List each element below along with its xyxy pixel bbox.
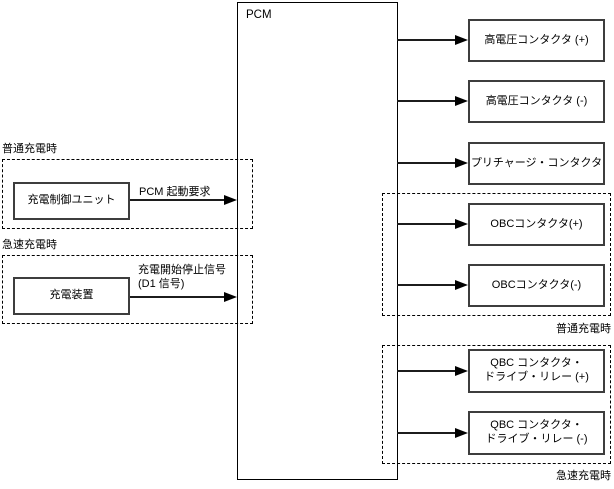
arrow-line	[130, 199, 225, 201]
arrow-charging-device-to-pcm	[130, 292, 237, 302]
normal-charging-input-group-box	[2, 159, 253, 229]
hv-contactor-minus-label: 高電圧コンタクタ (-)	[485, 94, 588, 107]
arrow-head-icon	[224, 292, 237, 302]
qbc-relay-minus-label-line2: ドライブ・リレー (-)	[485, 433, 588, 445]
arrow-pcm-to-qbc-relay-plus	[397, 366, 468, 376]
quick-charging-input-group-label: 急速充電時	[2, 239, 57, 251]
arrow-line	[397, 100, 456, 102]
arrow-pcm-to-obc-contactor-plus	[397, 219, 468, 229]
qbc-relay-minus-label-line1: QBC コンタクタ・	[490, 419, 583, 432]
arrow-pcm-to-hv-contactor-plus	[397, 35, 468, 45]
normal-charging-output-group-box	[382, 193, 611, 316]
normal-charging-output-group-label: 普通充電時	[556, 323, 611, 335]
arrow-line	[397, 284, 456, 286]
arrow-line	[397, 39, 456, 41]
arrow-line	[397, 223, 456, 225]
pcm-start-request-signal-label: PCM 起動要求	[139, 186, 211, 198]
arrow-pcm-to-hv-contactor-minus	[397, 96, 468, 106]
precharge-contactor-label: プリチャージ・コンタクタ	[470, 156, 603, 169]
charge-control-unit-label: 充電制御ユニット	[27, 194, 116, 207]
arrow-head-icon	[455, 428, 468, 438]
arrow-head-icon	[455, 280, 468, 290]
arrow-pcm-to-precharge-contactor	[397, 158, 468, 168]
qbc-contactor-drive-relay-minus-box: QBC コンタクタ・ ドライブ・リレー (-)	[468, 411, 605, 455]
quick-charging-input-group-box	[2, 255, 253, 324]
obc-contactor-minus-label: OBCコンタクタ(-)	[491, 278, 582, 291]
obc-contactor-minus-box: OBCコンタクタ(-)	[468, 264, 605, 307]
qbc-relay-plus-label-line1: QBC コンタクタ・	[490, 357, 583, 370]
arrow-head-icon	[455, 96, 468, 106]
obc-contactor-plus-box: OBCコンタクタ(+)	[468, 203, 605, 246]
obc-contactor-plus-label: OBCコンタクタ(+)	[490, 217, 583, 230]
arrow-head-icon	[224, 195, 237, 205]
hv-contactor-minus-box: 高電圧コンタクタ (-)	[468, 80, 605, 123]
arrow-line	[397, 432, 456, 434]
arrow-head-icon	[455, 35, 468, 45]
arrow-head-icon	[455, 366, 468, 376]
arrow-charge-control-unit-to-pcm	[130, 195, 237, 205]
hv-contactor-plus-box: 高電圧コンタクタ (+)	[468, 19, 605, 62]
charging-device-box: 充電装置	[13, 277, 130, 315]
arrow-line	[397, 162, 456, 164]
charge-control-unit-box: 充電制御ユニット	[13, 182, 130, 220]
arrow-pcm-to-obc-contactor-minus	[397, 280, 468, 290]
qbc-relay-plus-label-line2: ドライブ・リレー (+)	[484, 371, 589, 383]
normal-charging-input-group-label: 普通充電時	[2, 143, 57, 155]
quick-charging-output-group-box	[382, 345, 611, 464]
arrow-head-icon	[455, 158, 468, 168]
precharge-contactor-box: プリチャージ・コンタクタ	[468, 142, 605, 185]
hv-contactor-plus-label: 高電圧コンタクタ (+)	[484, 33, 589, 46]
charge-start-stop-signal-label-line1: 充電開始停止信号	[138, 264, 226, 276]
arrow-line	[397, 370, 456, 372]
pcm-label: PCM	[246, 9, 272, 21]
arrow-line	[130, 296, 225, 298]
qbc-contactor-drive-relay-plus-box: QBC コンタクタ・ ドライブ・リレー (+)	[468, 349, 605, 393]
arrow-pcm-to-qbc-relay-minus	[397, 428, 468, 438]
arrow-head-icon	[455, 219, 468, 229]
pcm-box: PCM	[237, 2, 398, 480]
charging-device-label: 充電装置	[49, 289, 94, 302]
charge-start-stop-signal-label-line2: (D1 信号)	[138, 278, 185, 290]
quick-charging-output-group-label: 急速充電時	[556, 470, 611, 482]
